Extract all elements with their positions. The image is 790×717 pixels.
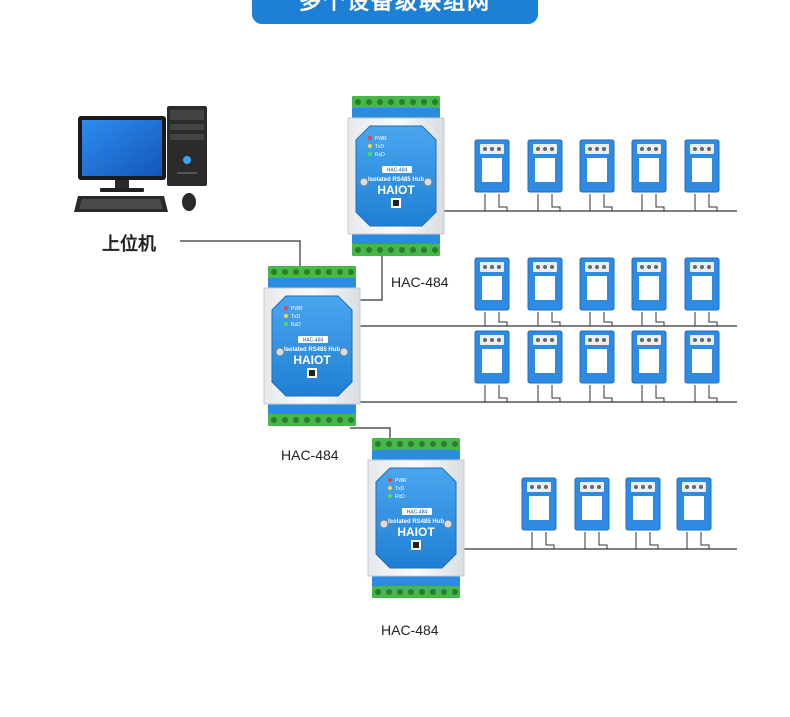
- sensor-module: [521, 477, 557, 549]
- hub-subtitle: Isolated RS485 Hub: [388, 519, 444, 525]
- wiring: [180, 210, 737, 550]
- title-banner: 多个设备级联组网: [252, 0, 538, 24]
- sensor-module: [684, 330, 720, 402]
- led-label: TxD: [291, 314, 301, 320]
- led-label: RxD: [375, 152, 385, 158]
- sensor-module: [676, 477, 712, 549]
- sensor-module: [474, 257, 510, 326]
- led-label: PWR: [291, 306, 303, 312]
- terminal-block-bottom: [268, 414, 356, 426]
- terminal-block-bottom: [352, 244, 440, 256]
- led-label: PWR: [395, 478, 407, 484]
- sensor-module: [631, 257, 667, 326]
- keyboard-icon: [74, 196, 168, 212]
- sensor-module: [474, 330, 510, 402]
- led-label: PWR: [375, 136, 387, 142]
- sensor-module: [579, 139, 615, 211]
- host-computer: 上位机: [74, 106, 207, 255]
- pc-tower-icon: [167, 106, 207, 186]
- terminal-block-bottom: [372, 586, 460, 598]
- terminal-block-top: [352, 96, 440, 108]
- sensor-module: [579, 330, 615, 402]
- hub-subtitle: Isolated RS485 Hub: [284, 347, 340, 353]
- host-to-hub-line: [180, 240, 301, 272]
- model-tag: HAC-484: [407, 510, 428, 516]
- sensor-module: [684, 139, 720, 211]
- sensor-module: [474, 139, 510, 211]
- led-label: RxD: [291, 322, 301, 328]
- brand-logo: HAIOT: [293, 353, 331, 367]
- hub-subtitle: Isolated RS485 Hub: [368, 177, 424, 183]
- model-tag: HAC-484: [387, 168, 408, 174]
- terminal-block-top: [268, 266, 356, 278]
- model-tag: HAC-484: [303, 338, 324, 344]
- host-label: 上位机: [102, 233, 156, 255]
- hub-bottom-label: HAC-484: [381, 622, 439, 638]
- brand-logo: HAIOT: [377, 183, 415, 197]
- banner-title: 多个设备级联组网: [298, 0, 491, 15]
- mouse-icon: [182, 193, 196, 211]
- led-label: TxD: [395, 486, 405, 492]
- sensor-module: [527, 257, 563, 326]
- sensor-module: [527, 139, 563, 211]
- led-label: TxD: [375, 144, 385, 150]
- sensor-module: [631, 330, 667, 402]
- sensor-module: [631, 139, 667, 211]
- monitor-icon: [78, 116, 166, 192]
- sensor-module: [684, 257, 720, 326]
- hub-top-label: HAC-484: [391, 274, 449, 290]
- hub-middle-label: HAC-484: [281, 447, 339, 463]
- sensor-module: [574, 477, 610, 549]
- sensor-module: [527, 330, 563, 402]
- led-label: RxD: [395, 494, 405, 500]
- sensor-module: [579, 257, 615, 326]
- sensor-module: [625, 477, 661, 549]
- terminal-block-top: [372, 438, 460, 450]
- middle-to-top-link: [360, 256, 383, 301]
- brand-logo: HAIOT: [397, 525, 435, 539]
